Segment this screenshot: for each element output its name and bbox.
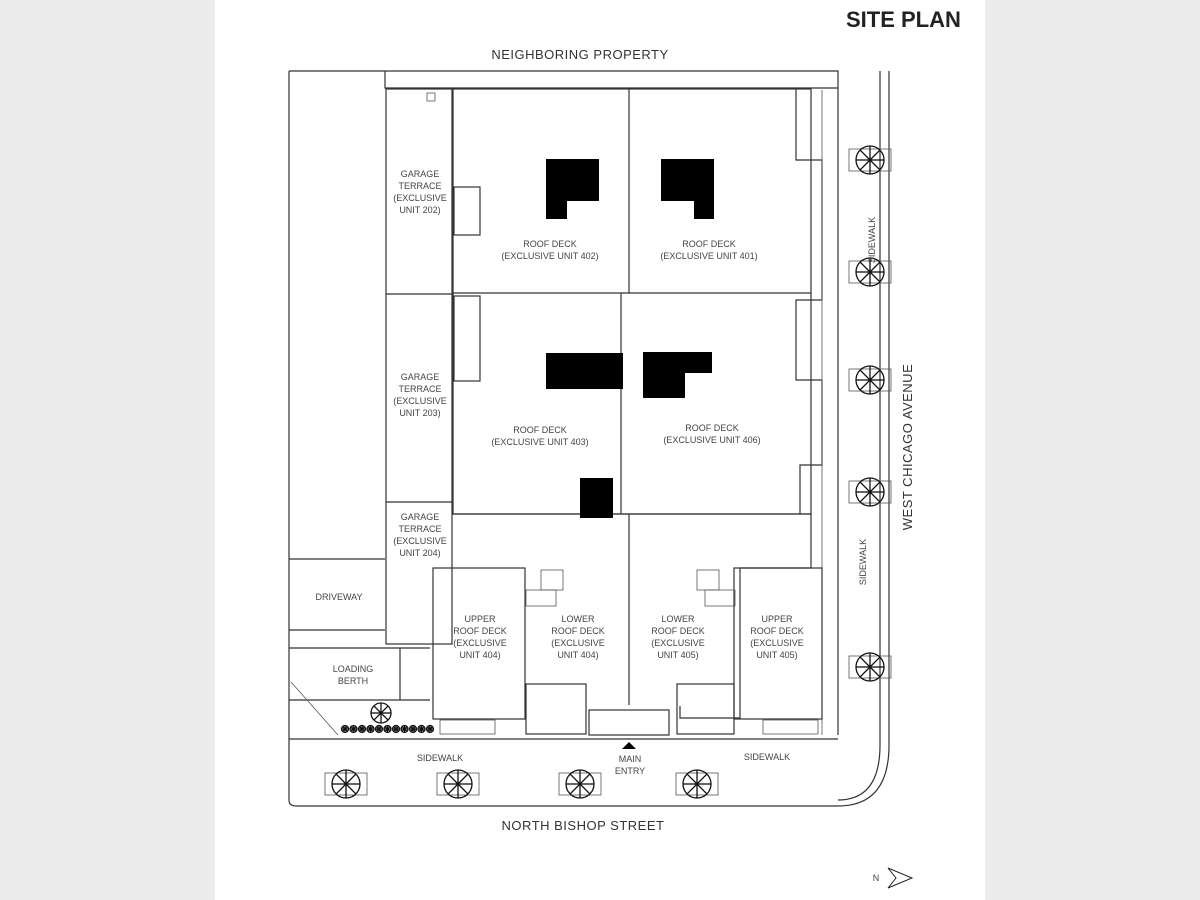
tree-icon	[408, 724, 418, 734]
tree-icon	[374, 724, 384, 734]
tree-icon	[848, 257, 892, 287]
label-roof-deck-406: ROOF DECK(EXCLUSIVE UNIT 406)	[663, 423, 760, 445]
stair-icon	[525, 569, 736, 607]
tree-icon	[383, 724, 392, 734]
north-arrow: N	[873, 867, 914, 889]
main-entry-arrow-icon	[622, 742, 636, 749]
label-neighboring-property: NEIGHBORING PROPERTY	[491, 47, 668, 62]
tree-icon	[436, 769, 480, 799]
tree-icon	[391, 724, 401, 734]
label-west-chicago-avenue: WEST CHICAGO AVENUE	[900, 364, 915, 531]
lower-units	[289, 558, 823, 736]
tree-icon	[357, 724, 367, 734]
label-sidewalk-south-right: SIDEWALK	[744, 752, 790, 762]
plan-title: SITE PLAN	[846, 7, 961, 32]
north-arrow-icon	[887, 867, 914, 889]
garage-terraces	[385, 88, 481, 645]
north-arrow-label: N	[873, 873, 880, 883]
tree-icon	[675, 769, 719, 799]
street-trees	[324, 145, 892, 799]
tree-icon	[425, 724, 435, 734]
tree-icon	[848, 145, 892, 175]
tree-icon	[848, 477, 892, 507]
label-roof-deck-401: ROOF DECK(EXCLUSIVE UNIT 401)	[660, 239, 757, 261]
tree-icon	[340, 724, 350, 734]
tree-icon	[848, 652, 892, 682]
label-north-bishop-street: NORTH BISHOP STREET	[502, 818, 665, 833]
tree-icon	[324, 769, 368, 799]
tree-icon	[400, 724, 409, 734]
label-roof-deck-403: ROOF DECK(EXCLUSIVE UNIT 403)	[491, 425, 588, 447]
property-outline	[288, 70, 890, 807]
tree-icon	[848, 365, 892, 395]
tree-icon	[370, 702, 392, 724]
label-sidewalk-south-left: SIDEWALK	[417, 753, 463, 763]
label-sidewalk-east-top: SIDEWALK	[867, 217, 877, 263]
tree-icon	[558, 769, 602, 799]
drawing-sheet	[215, 0, 985, 900]
tree-icon	[349, 724, 358, 734]
label-sidewalk-east-bottom: SIDEWALK	[858, 539, 868, 585]
label-driveway: DRIVEWAY	[315, 592, 362, 602]
tree-icon	[366, 724, 375, 734]
tree-icon	[417, 724, 426, 734]
label-roof-deck-402: ROOF DECK(EXCLUSIVE UNIT 402)	[501, 239, 598, 261]
